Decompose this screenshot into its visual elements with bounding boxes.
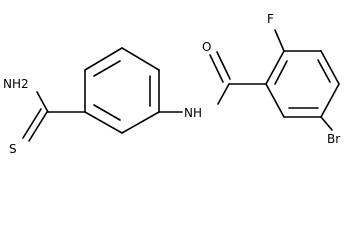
ring-to-fluorine-bond bbox=[274, 29, 285, 52]
thioamide-sulfur-label: S bbox=[9, 142, 17, 155]
ring-bond bbox=[320, 83, 340, 118]
ring-to-bromine-bond bbox=[320, 116, 333, 131]
nitrogen-to-carbonyl-bond bbox=[217, 83, 230, 105]
carbon-nitrogen-bond bbox=[36, 91, 49, 113]
carbonyl-double-bond bbox=[216, 51, 231, 80]
ring-bond bbox=[265, 50, 285, 85]
carbon-sulfur-double-bond bbox=[22, 108, 42, 139]
amide-linkage: NH O bbox=[158, 40, 267, 120]
fluorine-label: F bbox=[267, 12, 274, 26]
aniline-ring bbox=[84, 47, 160, 134]
fluorobromophenyl-ring: F Br bbox=[265, 12, 340, 146]
molecule-structure: NH2 S NH O F Br bbox=[3, 12, 340, 155]
ring-bond bbox=[84, 47, 123, 71]
ring-double-bond bbox=[274, 60, 288, 85]
ring-bond bbox=[121, 111, 160, 134]
ring-bond bbox=[84, 111, 123, 134]
ring-double-bond bbox=[93, 104, 121, 121]
carbonyl-double-bond bbox=[209, 54, 224, 83]
amide-oxygen-label: O bbox=[202, 40, 211, 54]
ring-bond bbox=[265, 83, 285, 118]
carbon-sulfur-double-bond bbox=[28, 111, 48, 142]
thioamide-group: NH2 S bbox=[3, 77, 86, 155]
ring-bond bbox=[320, 50, 340, 85]
ring-double-bond bbox=[93, 60, 121, 77]
ring-double-bond bbox=[317, 59, 331, 83]
amide-nitrogen-label: NH bbox=[184, 106, 202, 120]
bromine-label: Br bbox=[327, 132, 340, 146]
thioamide-amine-label: NH2 bbox=[3, 77, 29, 91]
ring-bond bbox=[121, 47, 160, 71]
